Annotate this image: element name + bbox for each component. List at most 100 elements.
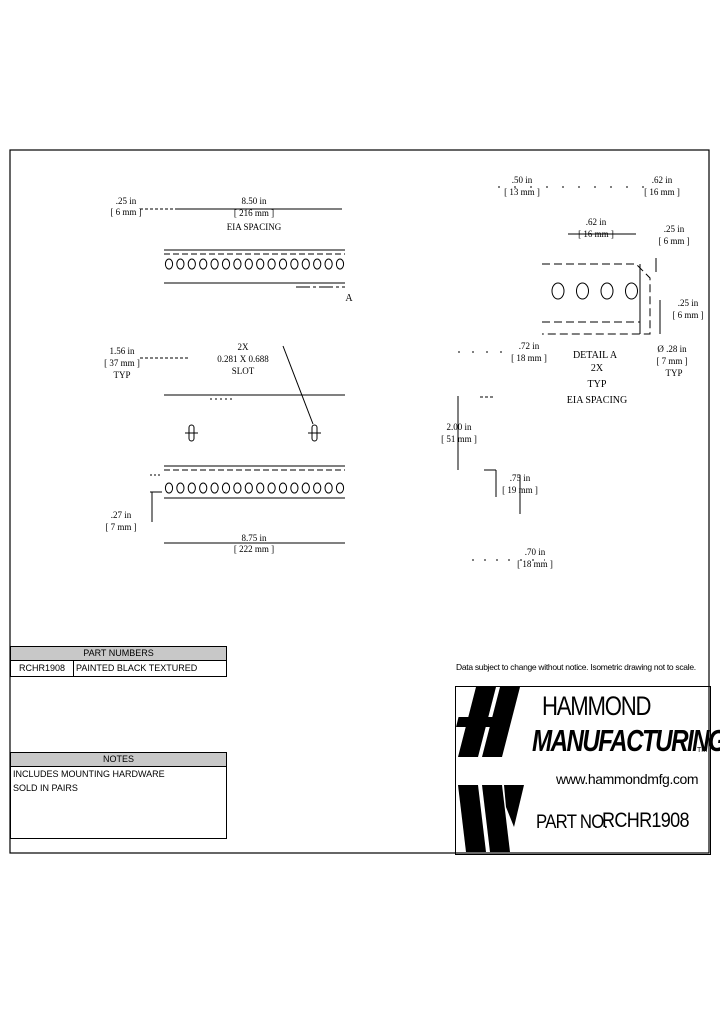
dim-detail-right-in: .62 in [652, 175, 673, 185]
slot-qty: 2X [238, 342, 250, 352]
rail-hole [335, 258, 345, 270]
brand-line-1: HAMMOND [542, 691, 651, 721]
detail-note: EIA SPACING [567, 395, 627, 406]
dim-detail-pitch-mm: [ 13 mm ] [504, 187, 540, 197]
dim-front-width-typ: TYP [113, 370, 130, 380]
rail-hole [187, 258, 196, 270]
rail-hole [210, 482, 219, 494]
brand-line-2: MANUFACTURING [532, 723, 720, 758]
dim-section-height-in: 2.00 in [446, 422, 472, 432]
rail-top-view [164, 249, 345, 288]
rail-hole [301, 482, 310, 494]
rail-hole [313, 258, 322, 270]
trademark-mark: TM [697, 747, 708, 754]
dim-hole-offset-mm: [ 6 mm ] [110, 207, 141, 217]
part-numbers-row: RCHR1908 PAINTED BLACK TEXTURED [11, 661, 226, 676]
rail-hole [625, 282, 638, 300]
rail-hole [164, 258, 174, 270]
detail-qty: 2X [591, 363, 604, 374]
rail-hole [244, 258, 253, 270]
dim-front-width: 1.56 in [ 37 mm ] TYP [104, 346, 190, 380]
dim-hole-edge-in: .27 in [111, 510, 132, 520]
dim-eia-spacing: 8.50 in [ 216 mm ] EIA SPACING [175, 196, 342, 232]
hammond-logo [456, 687, 524, 852]
rail-hole [221, 258, 231, 270]
rail-hole [233, 482, 242, 494]
dim-section-width-in: .70 in [525, 547, 546, 557]
dim-section-flange-in: .75 in [510, 473, 531, 483]
part-numbers-table: PART NUMBERS RCHR1908 PAINTED BLACK TEXT… [10, 646, 227, 677]
rail-hole [267, 258, 276, 270]
dim-eia-in: 8.50 in [241, 196, 267, 206]
dim-hole-edge-mm: [ 7 mm ] [105, 522, 136, 532]
detail-ref-label: A [345, 293, 353, 304]
notes-line: INCLUDES MOUNTING HARDWARE [13, 769, 165, 779]
dim-detail-side-in: .25 in [678, 298, 699, 308]
part-no-value: RCHR1908 [602, 809, 690, 832]
section-profile [457, 396, 545, 561]
dim-front-width-in: 1.56 in [109, 346, 135, 356]
dim-detail-top-mm: [ 6 mm ] [658, 236, 689, 246]
rail-hole [576, 282, 589, 300]
dim-diameter-in: Ø .28 in [657, 344, 687, 354]
rail-bottom-view [150, 465, 345, 522]
rail-hole [290, 482, 299, 494]
slot-word: SLOT [232, 366, 255, 376]
dim-detail-pitch-in: .50 in [512, 175, 533, 185]
dim-overall-length: 8.75 in [ 222 mm ] [164, 533, 345, 554]
detail-a-view [458, 186, 661, 353]
rail-hole [335, 482, 345, 494]
rail-hole [244, 482, 253, 494]
dim-section-flange: .75 in [ 19 mm ] [502, 473, 538, 495]
rail-hole [600, 282, 614, 300]
dim-detail-side-mm: [ 6 mm ] [672, 310, 703, 320]
dim-detail-width-in: .72 in [519, 341, 540, 351]
part-number-cell: RCHR1908 [11, 661, 74, 676]
rail-hole [324, 258, 333, 270]
dim-diameter-typ: TYP [665, 368, 682, 378]
title-block: HAMMOND MANUFACTURING TM www.hammondmfg.… [455, 686, 720, 855]
dim-section-height: 2.00 in [ 51 mm ] [441, 422, 477, 444]
dim-detail-spacing: .62 in [ 16 mm ] [578, 217, 614, 239]
part-numbers-header: PART NUMBERS [11, 647, 226, 661]
rail-hole [256, 258, 265, 270]
rail-hole [233, 258, 242, 270]
dim-eia-note: EIA SPACING [227, 222, 282, 232]
dim-diameter-mm: [ 7 mm ] [656, 356, 687, 366]
dim-section-width: .70 in [ 18 mm ] [517, 547, 553, 569]
rail-hole [301, 258, 310, 270]
notes-table: NOTES INCLUDES MOUNTING HARDWARE SOLD IN… [10, 752, 227, 839]
rail-hole [199, 482, 208, 494]
dim-hole-offset-in: .25 in [116, 196, 137, 206]
dim-overall-mm: [ 222 mm ] [234, 544, 274, 554]
part-no-label: PART NO. [536, 812, 608, 833]
brand-url: www.hammondmfg.com [556, 771, 699, 787]
notes-header: NOTES [11, 753, 226, 767]
rail-hole [551, 282, 565, 300]
rail-hole [290, 258, 299, 270]
slot-callout: 2X 0.281 X 0.688 SLOT [217, 342, 269, 376]
dim-eia-mm: [ 216 mm ] [234, 208, 274, 218]
rail-hole [187, 482, 196, 494]
detail-typ: TYP [588, 379, 607, 390]
disclaimer: Data subject to change without notice. I… [456, 662, 696, 672]
dim-section-width-mm: [ 18 mm ] [517, 559, 553, 569]
rail-hole [313, 482, 322, 494]
rail-hole [278, 258, 288, 270]
slot-size: 0.281 X 0.688 [217, 354, 269, 364]
sheet-border [9, 149, 710, 854]
dim-detail-pitch: .50 in [ 13 mm ] [504, 175, 540, 197]
dim-overall-in: 8.75 in [241, 533, 267, 543]
dim-detail-diameter: Ø .28 in [ 7 mm ] TYP [656, 344, 687, 378]
notes-line: SOLD IN PAIRS [13, 783, 78, 793]
dim-hole-edge: .27 in [ 7 mm ] [105, 510, 136, 532]
detail-title: DETAIL A [573, 350, 618, 361]
dim-detail-width-mm: [ 18 mm ] [511, 353, 547, 363]
rail-hole [176, 482, 185, 494]
dim-front-width-mm: [ 37 mm ] [104, 358, 140, 368]
rail-hole [221, 482, 231, 494]
dim-detail-right-mm: [ 16 mm ] [644, 187, 680, 197]
dim-detail-spacing-mm: [ 16 mm ] [578, 229, 614, 239]
dim-section-flange-mm: [ 19 mm ] [502, 485, 538, 495]
